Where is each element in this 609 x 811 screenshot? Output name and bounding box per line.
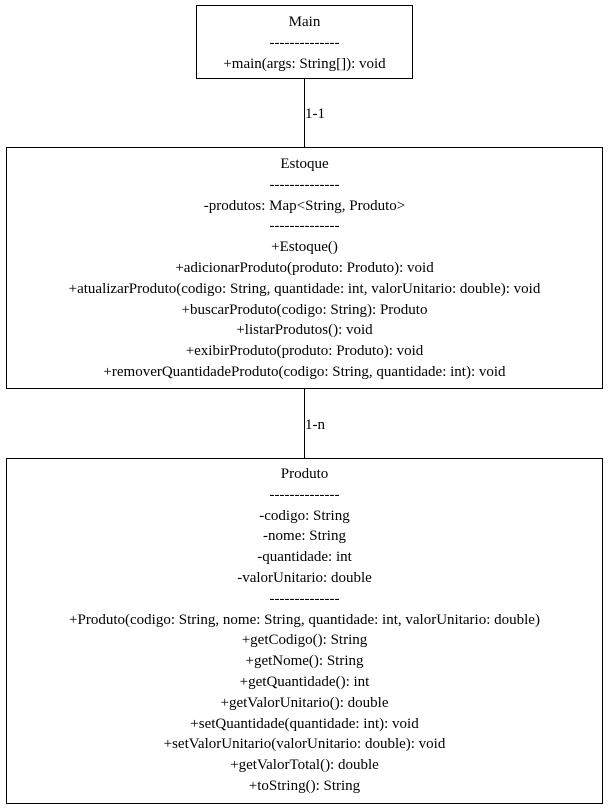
- class-main: Main -------------- +main(args: String[]…: [196, 5, 413, 79]
- method: +getValorUnitario(): double: [220, 694, 389, 711]
- attribute: -nome: String: [263, 528, 346, 545]
- method: +Produto(codigo: String, nome: String, q…: [69, 611, 540, 628]
- separator: --------------: [269, 590, 340, 607]
- method: +exibirProduto(produto: Produto): void: [185, 343, 424, 360]
- attribute: -quantidade: int: [257, 549, 352, 566]
- method: +getValorTotal(): double: [230, 757, 379, 774]
- method: +getCodigo(): String: [241, 632, 368, 649]
- association-line-main-estoque: [304, 79, 305, 147]
- method: +buscarProduto(codigo: String): Produto: [181, 301, 428, 318]
- class-name: Estoque: [280, 156, 329, 172]
- class-estoque: Estoque -------------- -produtos: Map<St…: [6, 147, 603, 389]
- separator: --------------: [269, 176, 340, 193]
- multiplicity-label: 1-n: [305, 417, 325, 433]
- method: +getQuantidade(): int: [239, 673, 370, 690]
- method: +listarProdutos(): void: [236, 322, 373, 339]
- separator: --------------: [269, 486, 340, 503]
- separator: --------------: [269, 34, 340, 51]
- method: +setQuantidade(quantidade: int): void: [190, 715, 419, 732]
- attribute: -codigo: String: [259, 507, 350, 524]
- class-name: Produto: [280, 466, 329, 482]
- class-produto: Produto -------------- -codigo: String -…: [6, 458, 603, 804]
- method: +Estoque(): [271, 239, 338, 256]
- multiplicity-label: 1-1: [305, 106, 325, 122]
- association-line-estoque-produto: [304, 389, 305, 458]
- attribute: -valorUnitario: double: [237, 569, 372, 586]
- attribute: -produtos: Map<String, Produto>: [203, 197, 406, 214]
- method: +adicionarProduto(produto: Produto): voi…: [175, 259, 434, 276]
- method: +removerQuantidadeProduto(codigo: String…: [103, 363, 506, 380]
- class-name: Main: [288, 14, 321, 30]
- method: +atualizarProduto(codigo: String, quanti…: [68, 280, 541, 297]
- method: +setValorUnitario(valorUnitario: double)…: [163, 736, 446, 753]
- separator: --------------: [269, 218, 340, 235]
- method: +getNome(): String: [245, 653, 364, 670]
- method: +main(args: String[]): void: [223, 55, 386, 72]
- method: +toString(): String: [248, 777, 361, 794]
